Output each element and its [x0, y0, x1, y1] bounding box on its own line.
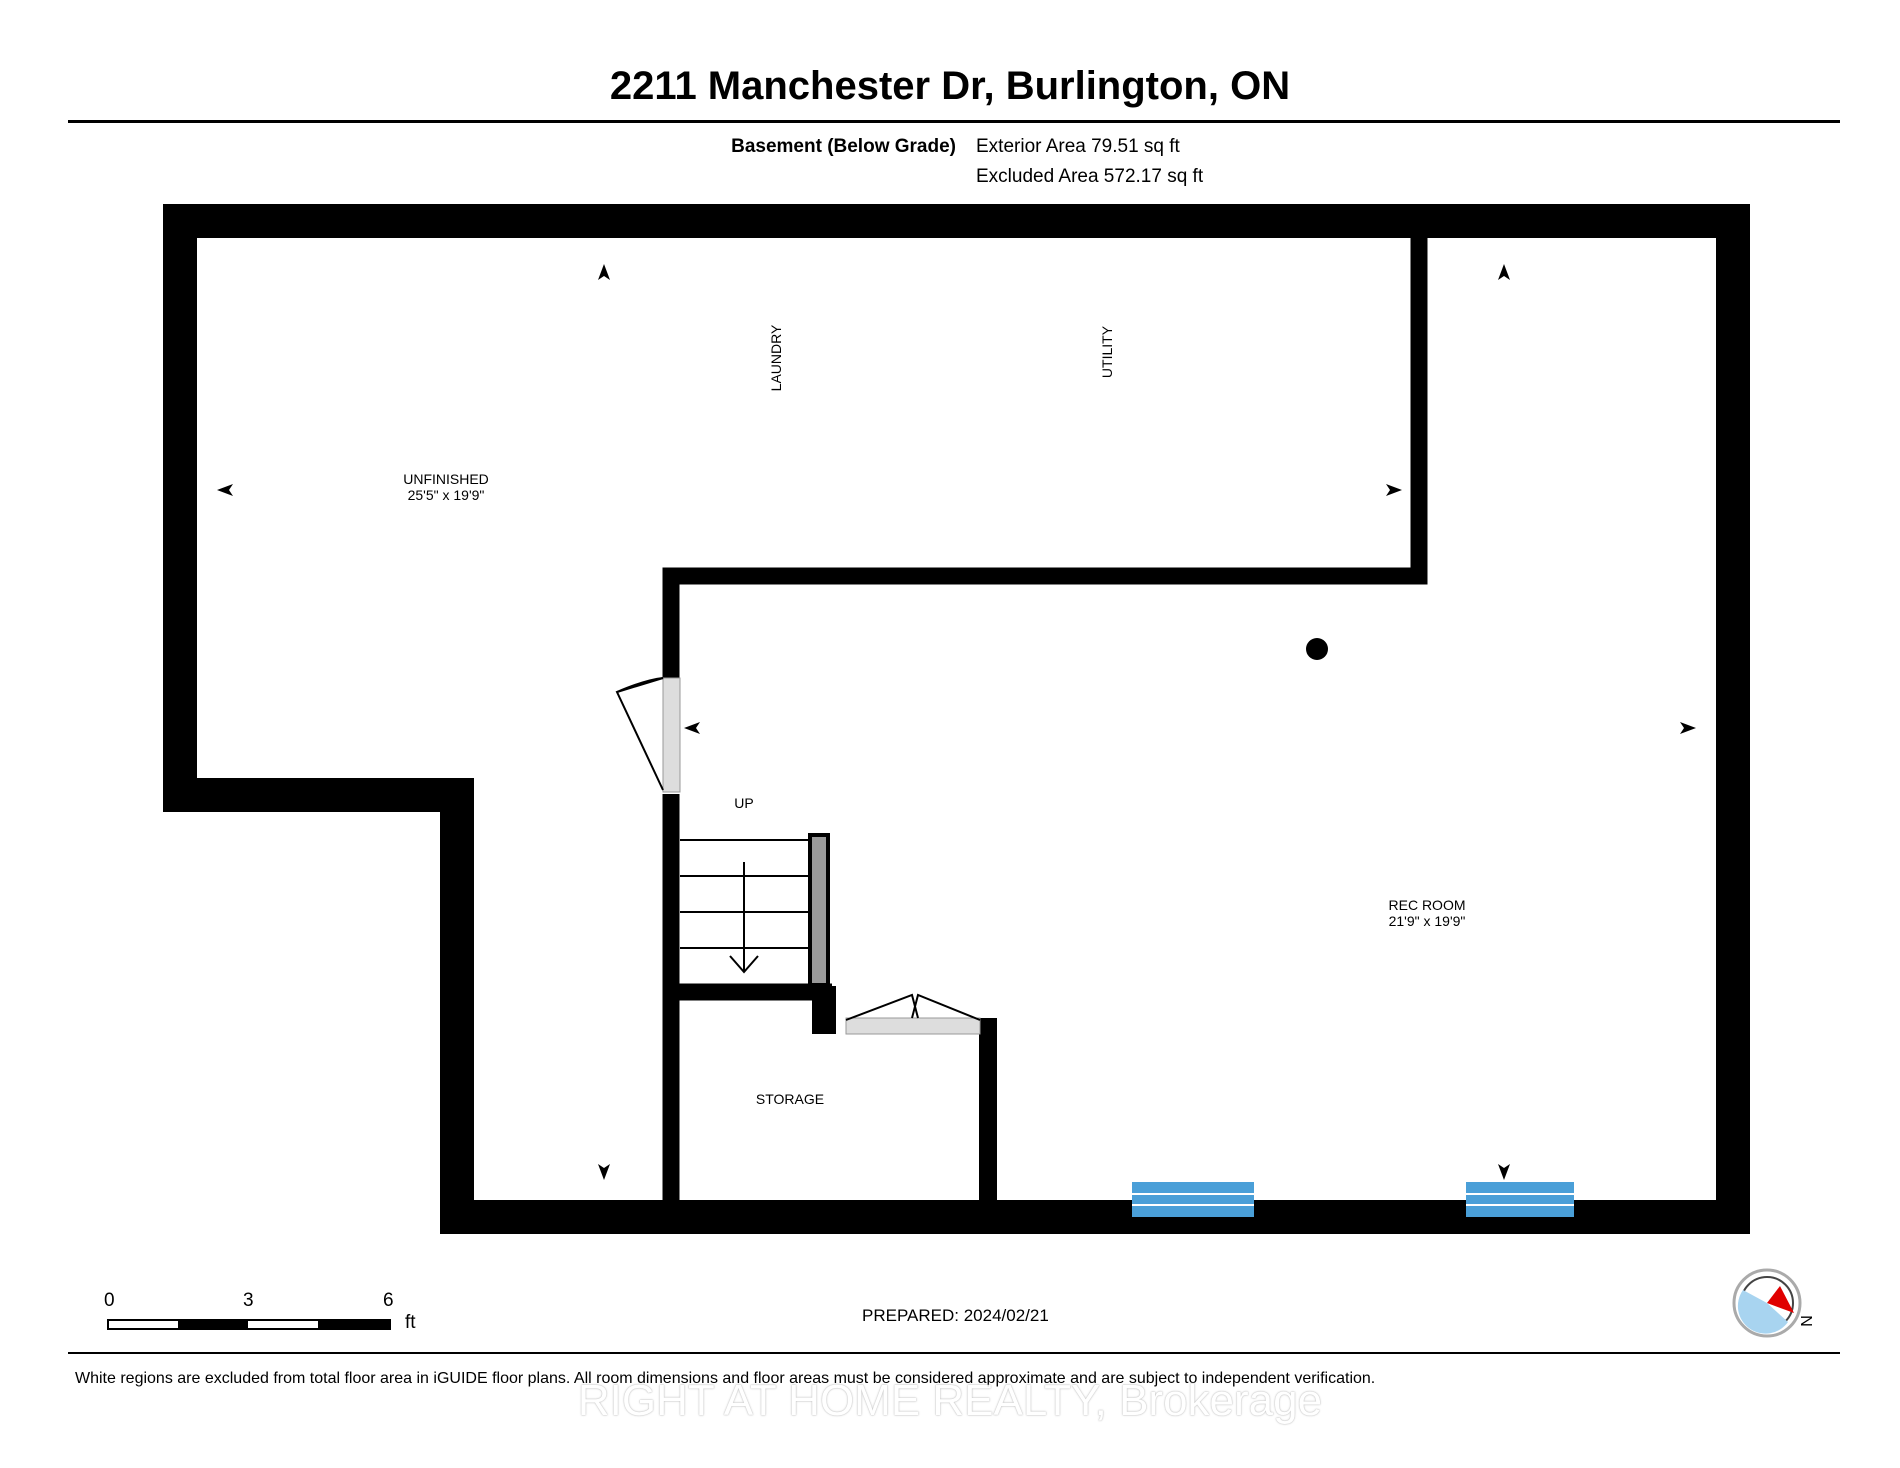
storage-label: STORAGE: [756, 1091, 824, 1107]
stairs: [680, 839, 810, 974]
unfinished-label: UNFINISHED: [403, 471, 489, 487]
storage-door-swing: [845, 993, 981, 1021]
scale-tick-0: 0: [104, 1290, 115, 1311]
laundry-label: LAUNDRY: [768, 324, 784, 391]
exterior-area: Exterior Area 79.51 sq ft: [976, 136, 1180, 157]
prepared-date: PREPARED: 2024/02/21: [862, 1306, 1049, 1325]
header-divider: [68, 120, 1840, 123]
exterior-wall: [163, 204, 1750, 1234]
rec-room-dims: 21'9" x 19'9": [1389, 913, 1466, 929]
rec-room-label: REC ROOM: [1389, 897, 1466, 913]
stair-railing: [808, 833, 830, 987]
storage-wall-post: [812, 986, 836, 1034]
compass-north-label: N: [1798, 1315, 1816, 1327]
scale-unit: ft: [405, 1312, 416, 1333]
compass-icon: [1732, 1268, 1802, 1338]
scale-tick-3: 3: [243, 1290, 254, 1311]
excluded-area: Excluded Area 572.17 sq ft: [976, 166, 1204, 187]
disclaimer-text: White regions are excluded from total fl…: [75, 1370, 1376, 1387]
scale-tick-6: 6: [383, 1290, 394, 1311]
door-jamb: [662, 677, 681, 793]
utility-label: UTILITY: [1099, 325, 1115, 378]
window-left: [1132, 1182, 1254, 1217]
page-title: 2211 Manchester Dr, Burlington, ON: [609, 64, 1291, 108]
door-swing: [615, 677, 664, 791]
footer-divider: [68, 1352, 1840, 1354]
brokerage-watermark: RIGHT AT HOME REALTY, Brokerage: [577, 1376, 1323, 1425]
unfinished-dims: 25'5" x 19'9": [408, 487, 485, 503]
door-arc: [616, 677, 664, 693]
support-post: [1306, 638, 1328, 660]
scale-bar: [107, 1319, 391, 1330]
window-right: [1466, 1182, 1574, 1217]
dimension-arrows: [217, 264, 1696, 1180]
floor-label: Basement (Below Grade): [731, 136, 956, 157]
stairs-up-label: UP: [734, 795, 753, 811]
interior-wall: [662, 238, 1428, 780]
storage-door: [845, 1017, 981, 1035]
